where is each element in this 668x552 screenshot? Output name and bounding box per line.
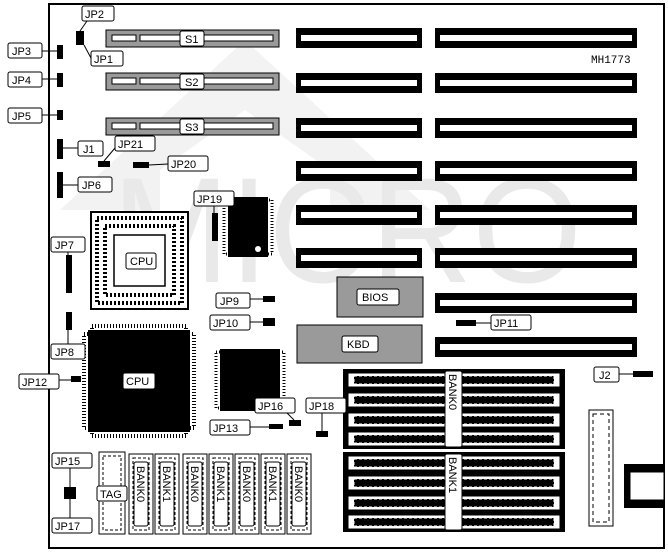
- jp11-callout: JP11: [476, 314, 532, 331]
- jp21-label: JP21: [118, 139, 143, 151]
- jp4-callout: JP4: [7, 71, 57, 88]
- jp10-label: JP10: [213, 318, 238, 330]
- cache-bank-0: BANK0: [128, 453, 154, 535]
- tag-chip: TAG: [96, 451, 128, 535]
- cache-bank-label: BANK1: [214, 466, 226, 502]
- jp16-callout: JP16: [254, 397, 296, 421]
- model-label: MH1773: [591, 55, 631, 67]
- jp18-label: JP18: [309, 401, 334, 413]
- jp18-callout: JP18: [305, 397, 347, 431]
- cache-bank-group: BANK0 BANK1 BANK0 BANK1 BANK0: [128, 453, 312, 535]
- bios-chip: BIOS: [336, 276, 424, 318]
- expansion-slots-left: [296, 28, 422, 268]
- jp13-callout: JP13: [209, 419, 269, 436]
- kbd-chip: KBD: [296, 324, 423, 364]
- cache-bank-1: BANK1: [154, 453, 180, 535]
- power-connector: [588, 409, 665, 527]
- slot-s2: S2: [105, 72, 280, 91]
- jp16-label: JP16: [258, 401, 283, 413]
- jp1-callout: JP1: [83, 44, 124, 67]
- jp7-label: JP7: [55, 240, 74, 252]
- simm-bank-upper-label: BANK0: [446, 374, 458, 410]
- jp6-callout: JP6: [63, 176, 113, 193]
- expansion-slots-right: [435, 28, 637, 357]
- jp4-label: JP4: [12, 75, 31, 87]
- jp21-callout: JP21: [103, 135, 156, 162]
- jp2-label: JP2: [85, 9, 104, 21]
- cache-bank-5: BANK1: [260, 453, 286, 535]
- slot-s1: S1: [105, 29, 280, 48]
- cache-bank-6: BANK0: [286, 453, 312, 535]
- simm-bank-lower-label: BANK1: [446, 457, 458, 493]
- jp9-callout: JP9: [215, 292, 263, 309]
- bios-label: BIOS: [362, 292, 388, 304]
- jp12-label: JP12: [22, 377, 47, 389]
- jp7-callout: JP7: [50, 236, 86, 255]
- jp15-label: JP15: [55, 456, 80, 468]
- j2-label: J2: [599, 370, 611, 382]
- jumper-label-group: JP2 JP1 JP3 JP4 JP5 J1 JP21 JP20 JP6 JP1…: [7, 5, 633, 534]
- cache-bank-label: BANK1: [160, 466, 172, 502]
- jp15-callout: JP15: [51, 452, 93, 487]
- simm-slots-upper: BANK0: [343, 369, 565, 449]
- cache-bank-2: BANK0: [182, 453, 208, 535]
- cache-bank-3: BANK1: [208, 453, 234, 535]
- j2-callout: J2: [593, 366, 633, 383]
- cache-bank-label: BANK0: [292, 466, 304, 502]
- j1-label: J1: [83, 144, 95, 156]
- jp17-callout: JP17: [51, 499, 93, 534]
- slot-s3: S3: [105, 117, 280, 136]
- jp6-label: JP6: [82, 180, 101, 192]
- cache-bank-label: BANK1: [266, 466, 278, 502]
- jp19-callout: JP19: [193, 190, 235, 213]
- jp12-callout: JP12: [18, 373, 71, 390]
- jp8-label: JP8: [55, 347, 74, 359]
- jp3-label: JP3: [12, 46, 31, 58]
- cache-bank-label: BANK0: [240, 466, 252, 502]
- slot-s1-label: S1: [185, 34, 198, 46]
- jumper-pins: [57, 31, 653, 499]
- jp3-callout: JP3: [7, 42, 57, 59]
- j1-callout: J1: [63, 140, 104, 157]
- jp20-label: JP20: [171, 159, 196, 171]
- cache-bank-label: BANK0: [188, 466, 200, 502]
- jp13-label: JP13: [213, 423, 238, 435]
- tag-label: TAG: [100, 489, 122, 501]
- jp20-callout: JP20: [148, 155, 209, 172]
- cpu-socket-label: CPU: [130, 256, 153, 268]
- cpu-main-label: CPU: [126, 376, 149, 388]
- jp11-label: JP11: [494, 318, 518, 330]
- jp8-callout: JP8: [50, 330, 86, 360]
- jp19-label: JP19: [197, 194, 222, 206]
- jp2-callout: JP2: [79, 5, 115, 32]
- slot-s2-label: S2: [185, 77, 198, 89]
- jp10-callout: JP10: [209, 314, 263, 331]
- jp1-label: JP1: [94, 54, 113, 66]
- cache-bank-4: BANK0: [234, 453, 260, 535]
- jp5-label: JP5: [12, 111, 31, 123]
- jp9-label: JP9: [220, 296, 239, 308]
- jp17-label: JP17: [55, 521, 80, 533]
- cache-bank-label: BANK0: [134, 466, 146, 502]
- jp5-callout: JP5: [7, 107, 57, 124]
- slot-s3-label: S3: [185, 122, 198, 134]
- cpu-main: CPU: [82, 324, 196, 438]
- cpu-socket: CPU: [90, 211, 189, 310]
- kbd-label: KBD: [347, 339, 370, 351]
- chipset-upper: [222, 197, 274, 257]
- simm-slots-lower: BANK1: [343, 452, 565, 532]
